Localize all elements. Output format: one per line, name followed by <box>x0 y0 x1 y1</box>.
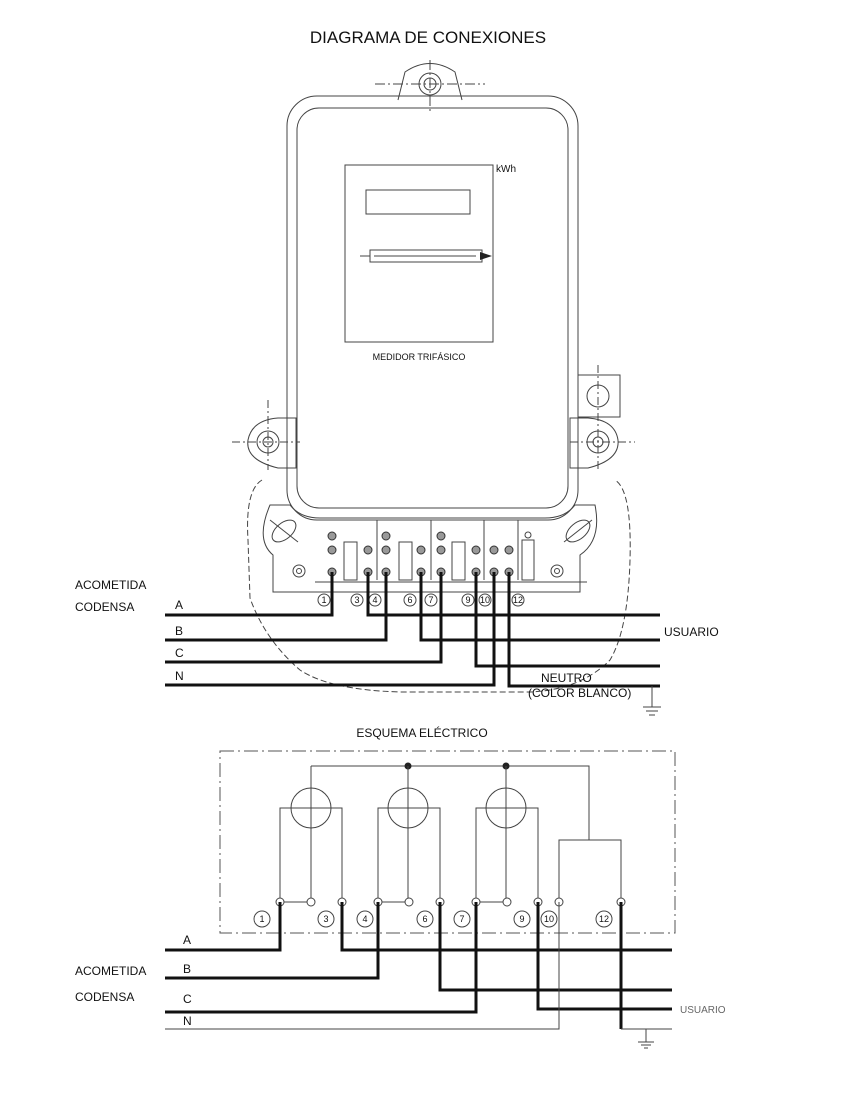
wire-c-in <box>165 572 443 664</box>
diagram-title: DIAGRAMA DE CONEXIONES <box>310 28 546 47</box>
wire-c-out <box>536 902 672 1011</box>
terminal-number: 1 <box>259 914 264 924</box>
terminal-number: 10 <box>480 595 490 605</box>
kwh-label: kWh <box>496 164 516 175</box>
user-label: USUARIO <box>664 625 719 639</box>
source-label: CODENSA <box>75 600 134 614</box>
meter-name-label: MEDIDOR TRIFÁSICO <box>373 352 466 362</box>
meter-drawing: kWh MEDIDOR TRIFÁSICO <box>75 60 719 716</box>
terminal-number: 6 <box>407 595 412 605</box>
measuring-element-2 <box>377 766 441 902</box>
connection-wires <box>165 572 660 688</box>
wire-n-in <box>165 902 560 1030</box>
terminal-number: 10 <box>544 914 554 924</box>
lcd-display <box>365 189 471 215</box>
meter-boundary <box>219 750 676 934</box>
terminal-screws <box>327 531 514 577</box>
wire-a-in <box>165 572 334 617</box>
terminal-number: 12 <box>599 914 609 924</box>
ground-icon <box>643 686 661 716</box>
scheme-terminals <box>275 897 626 907</box>
user-label: USUARIO <box>680 1005 726 1016</box>
wire-a-in <box>165 902 282 952</box>
terminal-number: 4 <box>362 914 367 924</box>
wire-a-out <box>366 572 660 617</box>
right-mounting-ear <box>569 365 635 470</box>
phase-label-a: A <box>183 933 191 947</box>
terminal-numbers-top: 1 3 4 6 7 9 10 12 <box>317 593 525 607</box>
meter-cover <box>296 107 569 509</box>
terminal-numbers-bottom: 1 3 4 6 7 9 10 12 <box>253 910 613 928</box>
meter-housing <box>286 95 579 521</box>
left-mounting-ear <box>232 400 300 470</box>
phase-label-c: C <box>175 646 184 660</box>
meter-disc-bar <box>360 249 492 263</box>
terminal-number: 12 <box>513 595 523 605</box>
wire-a-out <box>340 902 672 952</box>
top-mounting-ear <box>375 60 485 112</box>
phase-label-b: B <box>183 962 191 976</box>
wire-b-out <box>419 572 660 642</box>
terminal-number: 7 <box>459 914 464 924</box>
wire-n-in <box>165 572 496 687</box>
wire-n-out <box>507 572 660 688</box>
wire-b-in <box>165 902 380 980</box>
wire-c-in <box>165 902 478 1014</box>
wire-b-out <box>438 902 672 992</box>
measuring-element-3 <box>475 766 539 902</box>
terminal-number: 9 <box>465 595 470 605</box>
cover-screw-right <box>563 519 593 543</box>
source-label: ACOMETIDA <box>75 578 146 592</box>
measuring-element-1 <box>279 766 343 902</box>
meter-window <box>344 164 494 343</box>
wire-b-in <box>165 572 388 642</box>
scheme-wires <box>165 902 672 1030</box>
terminal-number: 9 <box>519 914 524 924</box>
terminal-block <box>262 504 598 593</box>
terminal-number: 7 <box>428 595 433 605</box>
neutral-color-label: (COLOR BLANCO) <box>528 686 631 700</box>
scheme-title: ESQUEMA ELÉCTRICO <box>356 725 487 740</box>
neutral-label: NEUTRO <box>541 671 592 685</box>
phase-label-n: N <box>175 669 184 683</box>
terminal-number: 3 <box>354 595 359 605</box>
phase-label-a: A <box>175 598 183 612</box>
wire-c-out <box>474 572 660 668</box>
ground-icon <box>638 1029 654 1049</box>
terminal-number: 4 <box>372 595 377 605</box>
terminal-number: 6 <box>422 914 427 924</box>
voltage-bus <box>311 765 590 840</box>
source-label: CODENSA <box>75 990 134 1004</box>
phase-label-b: B <box>175 624 183 638</box>
phase-label-c: C <box>183 992 192 1006</box>
cover-screw-left <box>269 519 299 543</box>
source-label: ACOMETIDA <box>75 964 146 978</box>
phase-label-n: N <box>183 1014 192 1028</box>
auxiliary-circuit <box>558 839 622 902</box>
terminal-cover-outline <box>247 479 631 693</box>
terminal-number: 3 <box>323 914 328 924</box>
electrical-scheme: ESQUEMA ELÉCTRICO 1 3 4 6 <box>75 725 726 1049</box>
terminal-number: 1 <box>321 595 326 605</box>
